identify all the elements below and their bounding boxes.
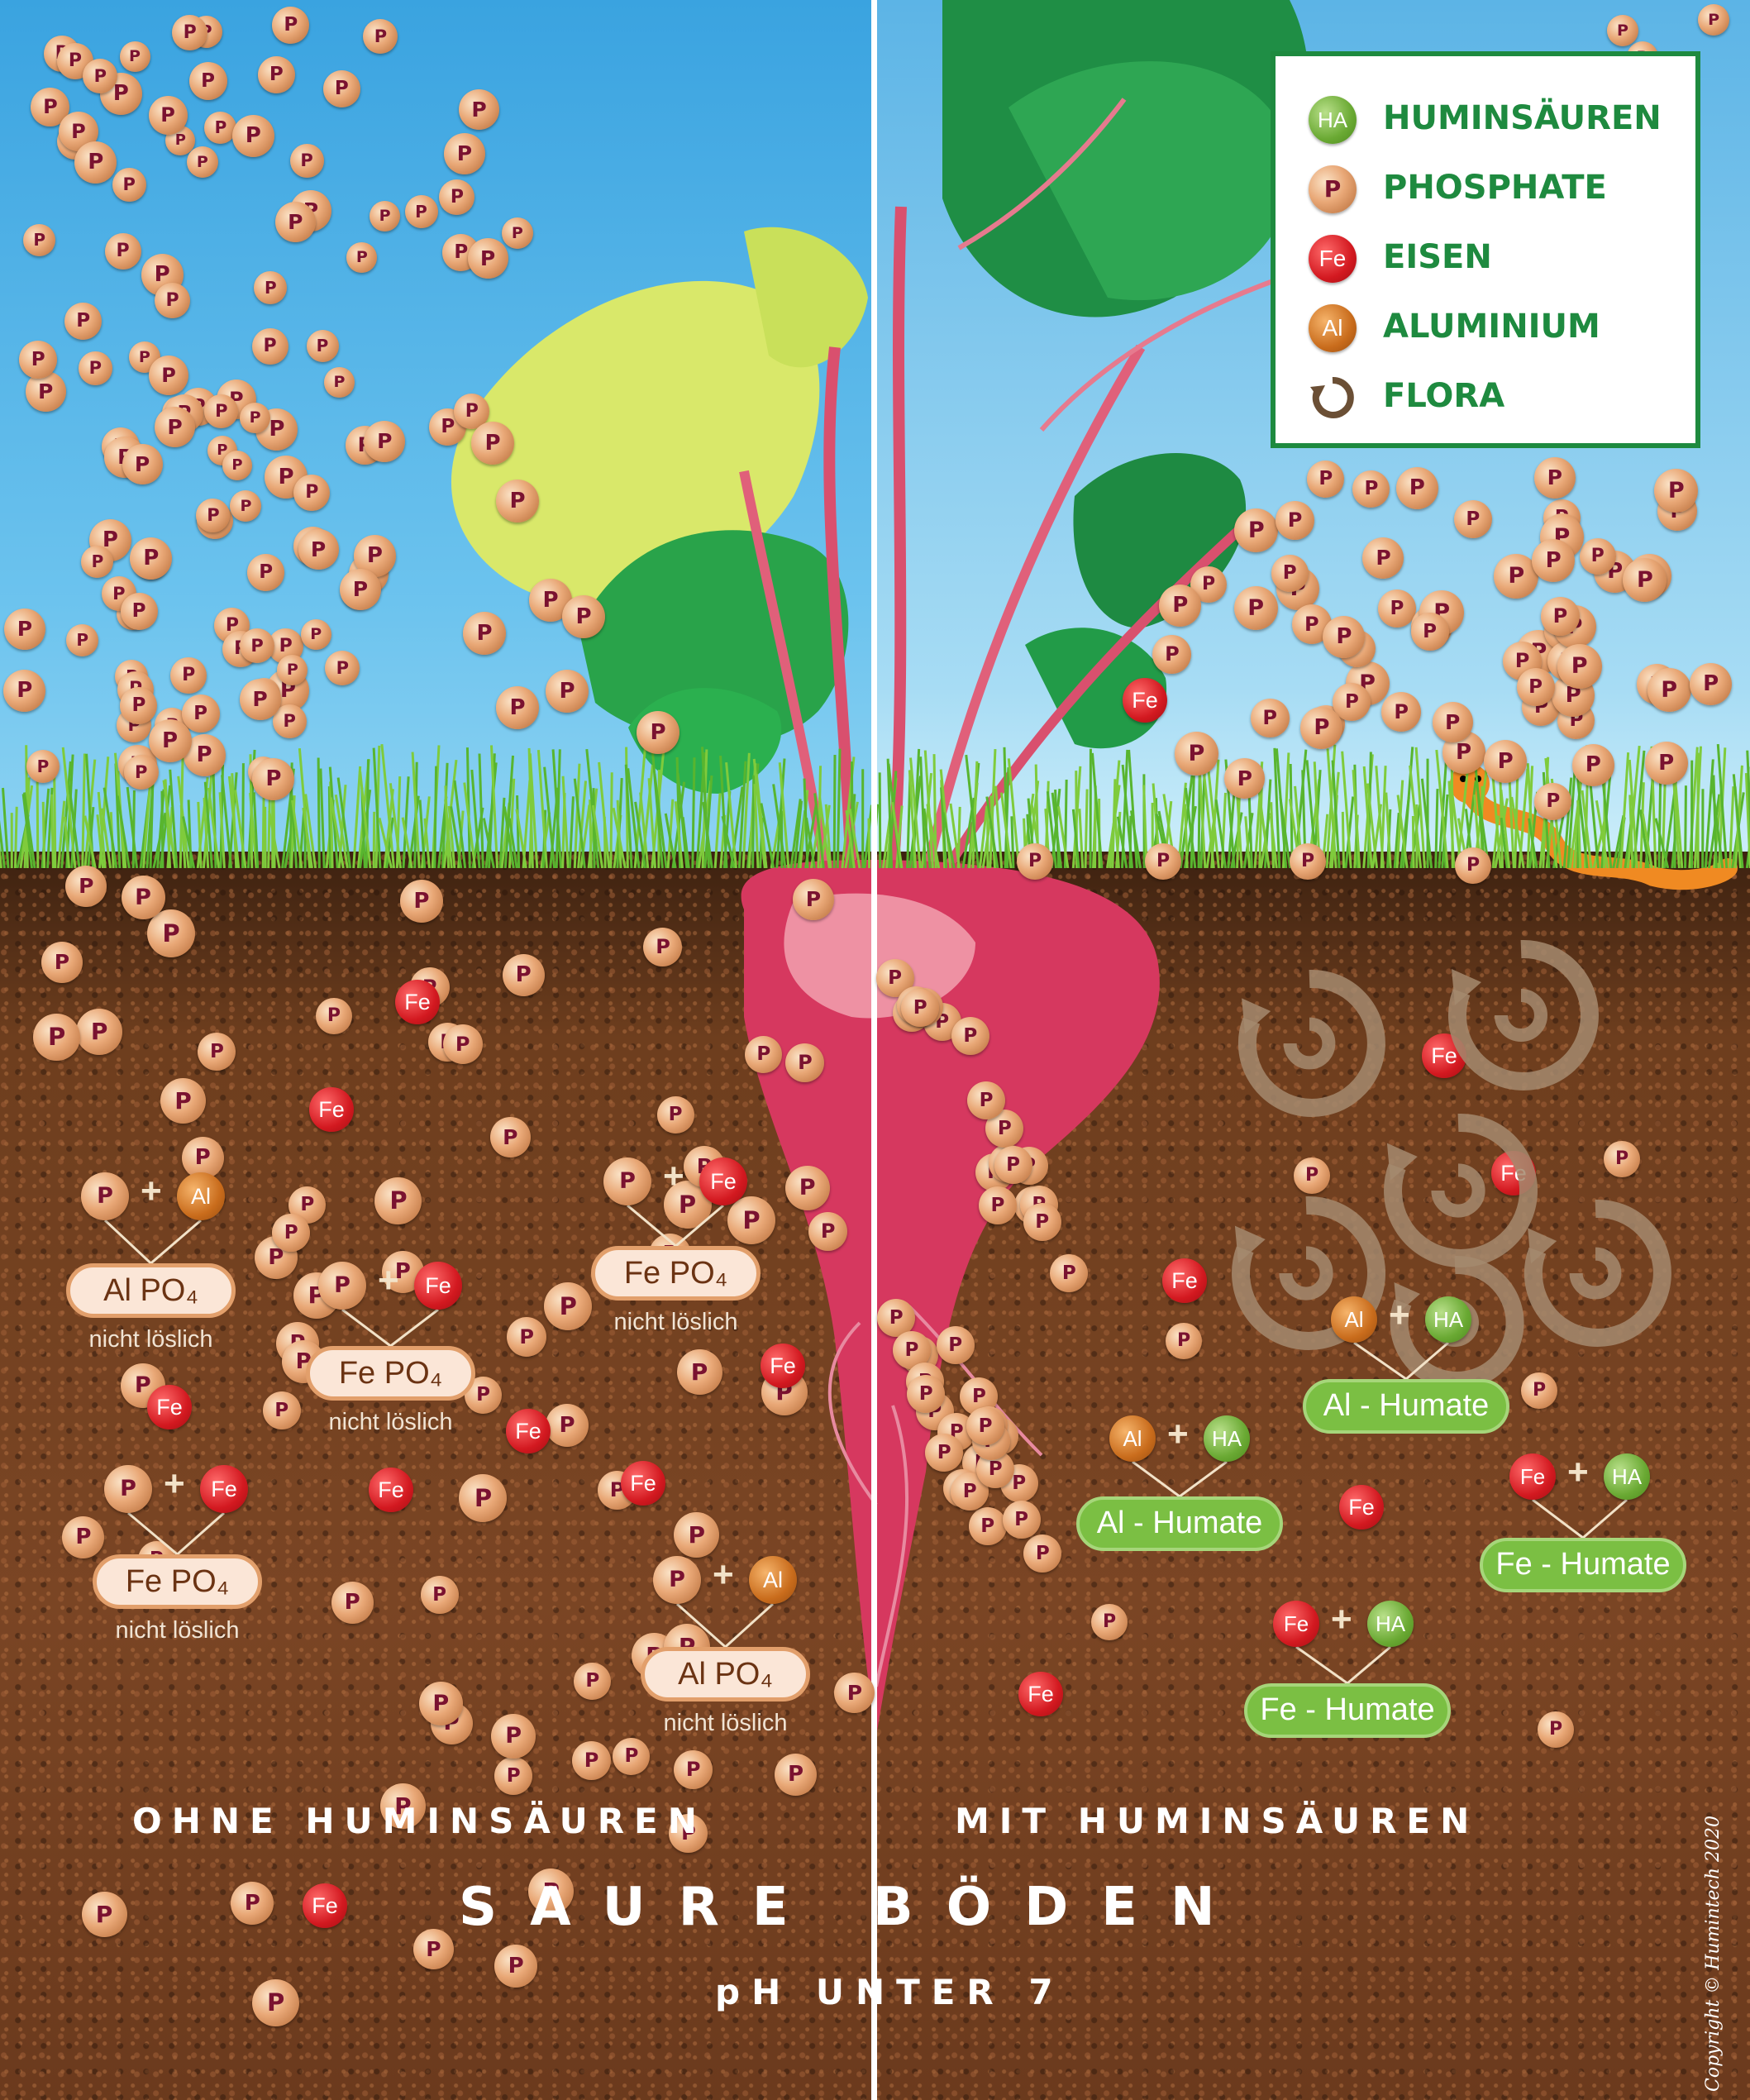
- solubility-note: nicht löslich: [84, 1617, 270, 1644]
- aluminium-icon: Al: [1331, 1296, 1377, 1343]
- plus-sign: +: [1389, 1295, 1410, 1336]
- aluminium-icon: Al: [177, 1172, 225, 1220]
- reaction-product-pill: Al PO₄: [641, 1647, 810, 1701]
- iron-icon: Fe: [1273, 1601, 1319, 1647]
- solubility-note: nicht löslich: [632, 1710, 818, 1737]
- humic-acid-icon: HA: [1204, 1415, 1250, 1462]
- legend-label-eisen: EISEN: [1383, 238, 1492, 276]
- iron-icon: Fe: [1509, 1453, 1556, 1500]
- phosphate-icon: P: [81, 1172, 129, 1220]
- flora-icon: [1309, 374, 1357, 422]
- reaction-product-pill: Fe PO₄: [591, 1246, 761, 1301]
- legend-box: HA HUMINSÄUREN P PHOSPHATE Fe EISEN Al A…: [1271, 51, 1700, 448]
- plus-sign: +: [713, 1554, 734, 1596]
- phosphate-icon: P: [1309, 165, 1357, 213]
- reaction-product-pill: Al - Humate: [1303, 1379, 1509, 1434]
- legend-label-flora: FLORA: [1383, 377, 1504, 415]
- right-heading: MIT HUMINSÄUREN: [955, 1801, 1479, 1841]
- reaction-product-pill: Fe PO₄: [306, 1346, 475, 1401]
- iron-icon: Fe: [200, 1465, 248, 1513]
- humic-acid-icon: HA: [1367, 1601, 1414, 1647]
- reaction-product-pill: Fe - Humate: [1480, 1538, 1686, 1592]
- solubility-note: nicht löslich: [583, 1309, 769, 1336]
- phosphate-icon: P: [653, 1556, 701, 1604]
- plus-sign: +: [1331, 1599, 1352, 1640]
- iron-icon: Fe: [699, 1157, 747, 1205]
- humic-acid-icon: HA: [1604, 1453, 1650, 1500]
- humic-acid-icon: HA: [1425, 1296, 1471, 1343]
- humic-acid-icon: HA: [1309, 96, 1357, 144]
- legend-label-huminsaeuren: HUMINSÄUREN: [1383, 99, 1662, 137]
- plus-sign: +: [1167, 1414, 1189, 1455]
- plus-sign: +: [164, 1463, 185, 1505]
- reaction-product-pill: Fe PO₄: [93, 1554, 262, 1609]
- iron-icon: Fe: [1309, 235, 1357, 283]
- plus-sign: +: [663, 1156, 684, 1197]
- plus-sign: +: [378, 1260, 399, 1301]
- legend-label-phosphate: PHOSPHATE: [1383, 169, 1607, 207]
- legend-label-aluminium: ALUMINIUM: [1383, 308, 1600, 346]
- reaction-product-pill: Al PO₄: [66, 1263, 236, 1318]
- aluminium-icon: Al: [1309, 304, 1357, 352]
- copyright-notice: Copyright © Humintech 2020: [1703, 1816, 1724, 2092]
- left-heading: OHNE HUMINSÄUREN: [132, 1801, 707, 1841]
- phosphate-icon: P: [104, 1465, 152, 1513]
- aluminium-icon: Al: [749, 1556, 797, 1604]
- plus-sign: +: [1567, 1452, 1589, 1493]
- footer-subtitle: pH UNTER 7: [715, 1972, 1065, 2012]
- phosphate-icon: P: [318, 1262, 366, 1310]
- solubility-note: nicht löslich: [58, 1326, 244, 1353]
- aluminium-icon: Al: [1109, 1415, 1156, 1462]
- plus-sign: +: [141, 1171, 162, 1212]
- reaction-product-pill: Fe - Humate: [1244, 1683, 1451, 1738]
- reaction-product-pill: Al - Humate: [1076, 1496, 1283, 1551]
- phosphate-icon: P: [603, 1157, 651, 1205]
- solubility-note: nicht löslich: [298, 1409, 484, 1436]
- iron-icon: Fe: [414, 1262, 462, 1310]
- footer-title: SAURE BÖDEN: [459, 1877, 1248, 1938]
